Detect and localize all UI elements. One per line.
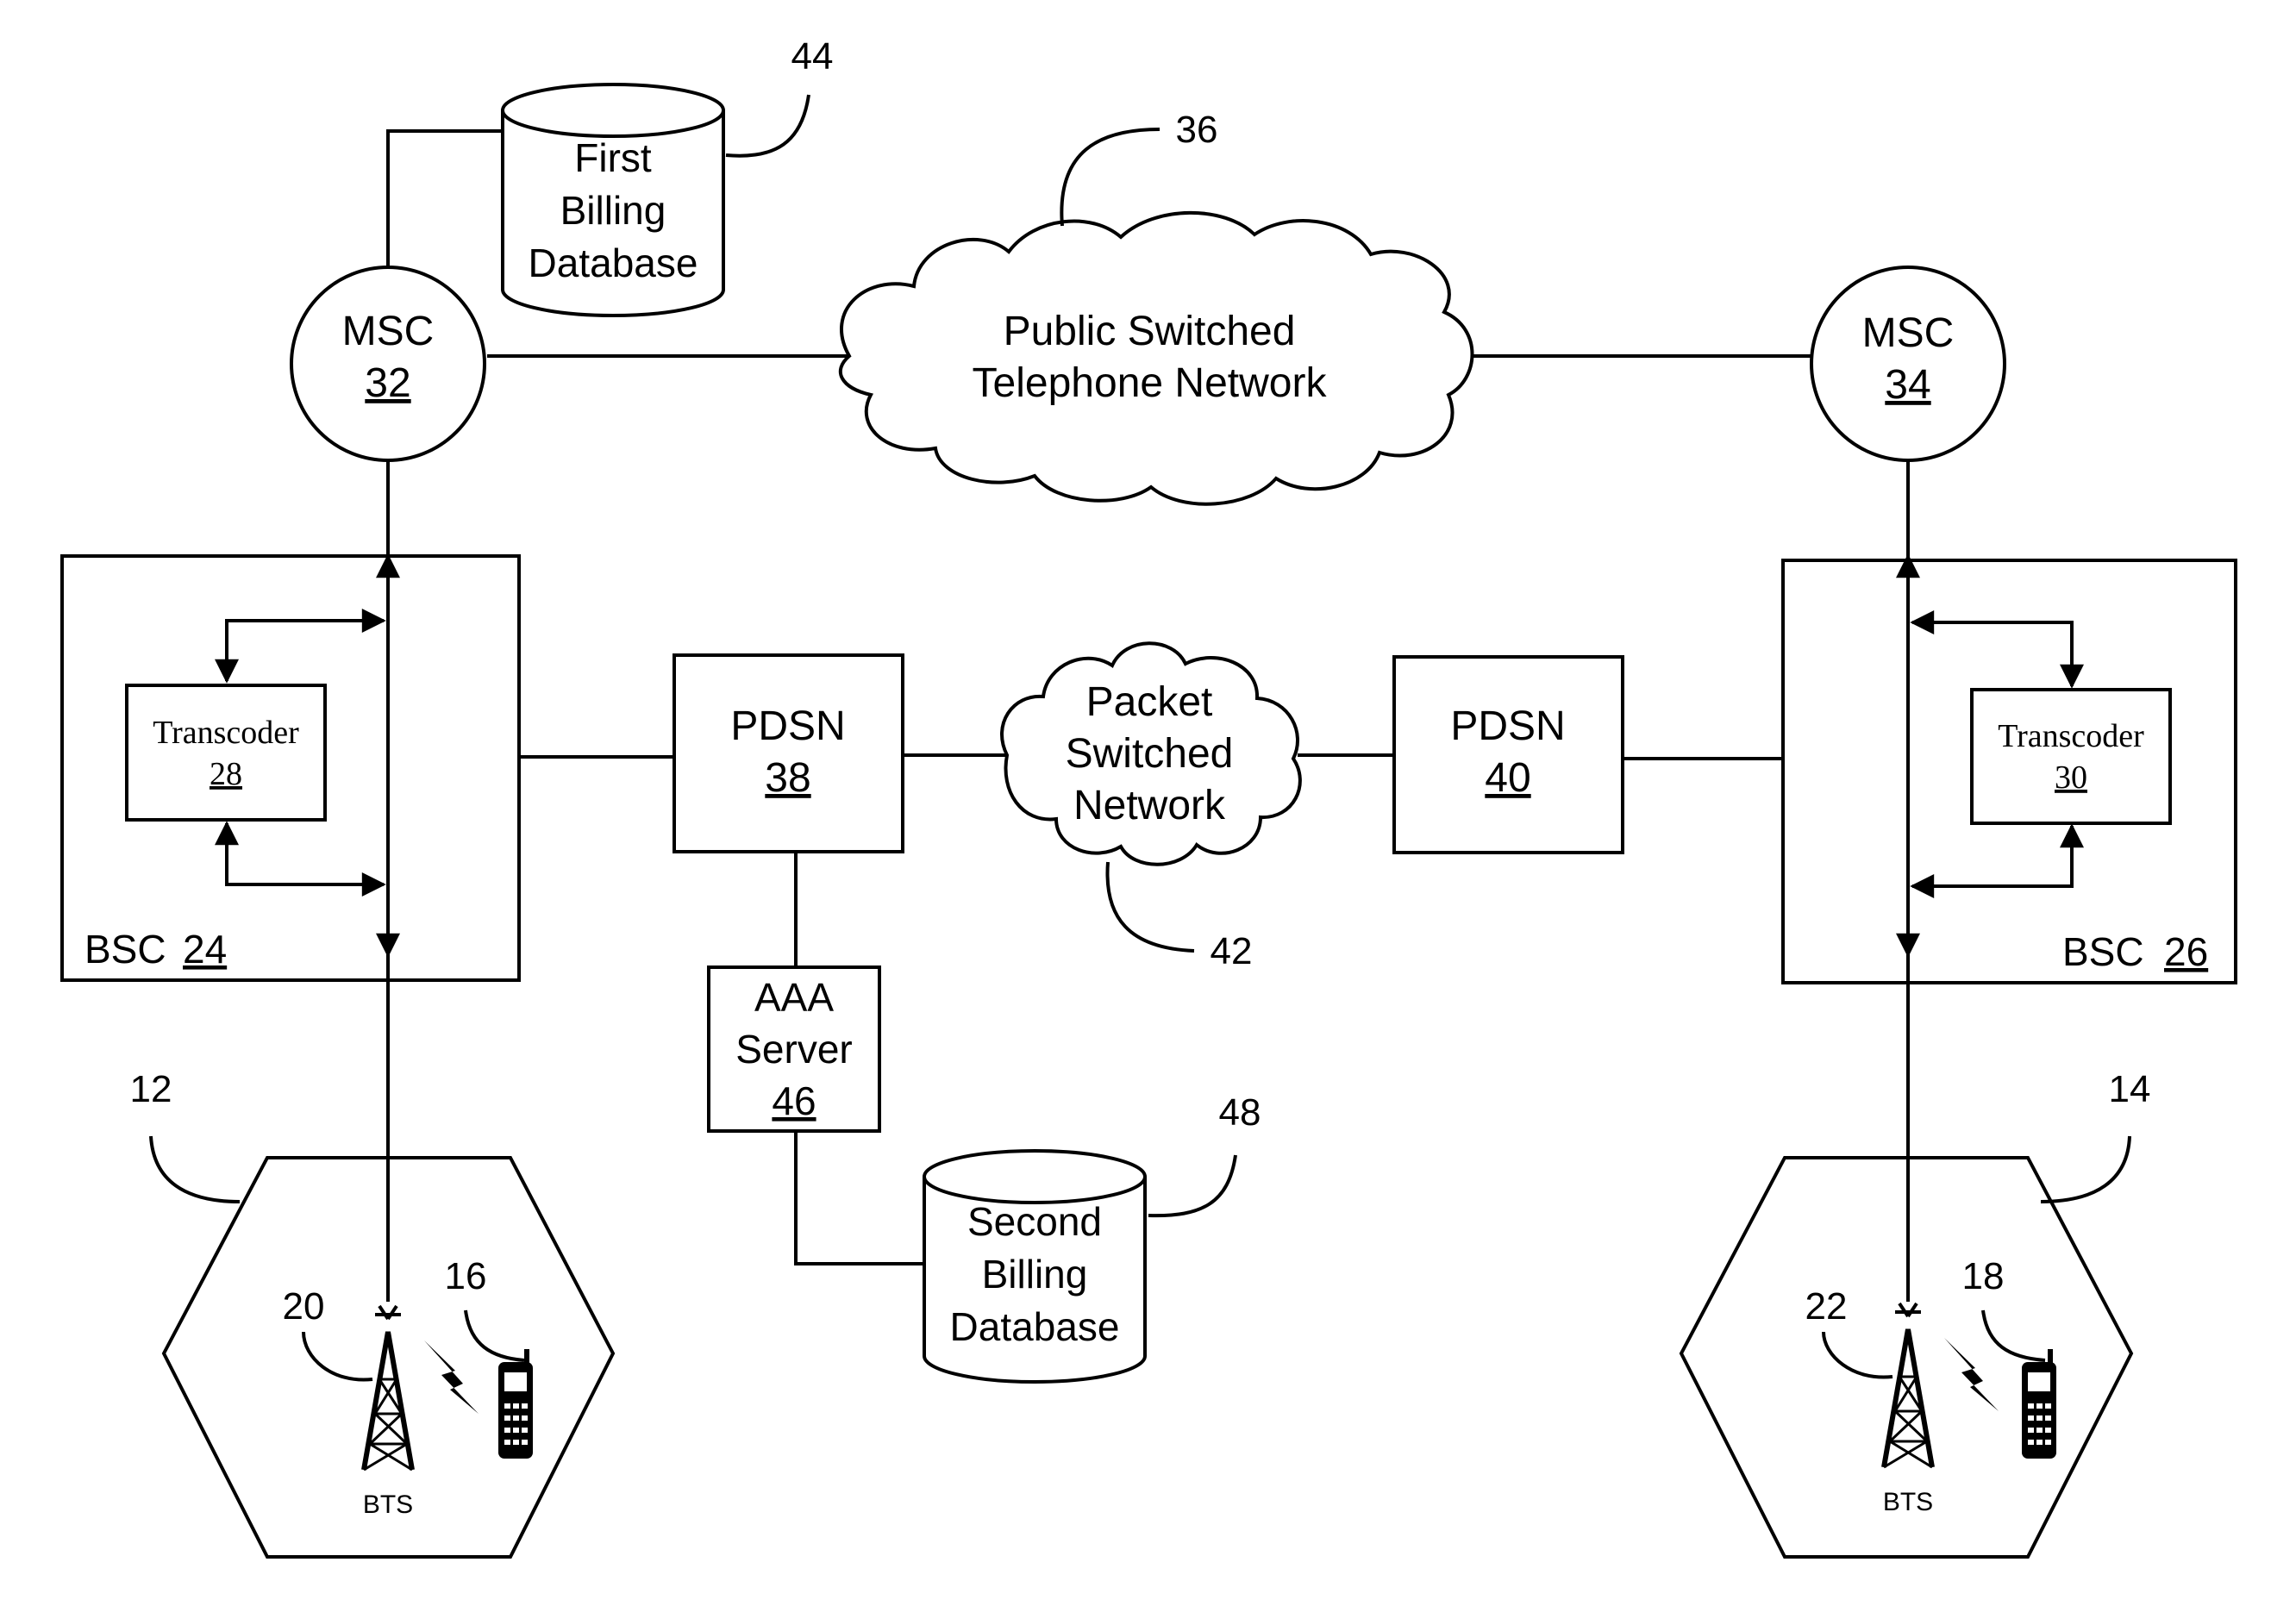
msc32-ref: 32 [365, 360, 410, 406]
phone-18-leader-line [1983, 1310, 2045, 1360]
bsc24-ref: 24 [183, 927, 227, 972]
pstn-ref: 36 [1176, 109, 1218, 151]
pstn-label-line1: Public Switched [1004, 309, 1296, 354]
pstn-label-line2: Telephone Network [973, 360, 1328, 406]
transcoder30-label: Transcoder [1998, 718, 2144, 754]
cell-14-leader-line [2041, 1136, 2130, 1202]
phone-16-leader-line [466, 1310, 524, 1360]
phone-16-ref: 16 [445, 1255, 487, 1297]
first-db-label-line2: Billing [560, 188, 666, 233]
transcoder-28-box: Transcoder 28 [127, 685, 325, 820]
lightning-bolt-icon [1944, 1338, 1999, 1411]
lightning-bolt-icon [424, 1340, 479, 1414]
pdsn38-ref: 38 [765, 755, 810, 801]
second-db-label-line1: Second [967, 1199, 1102, 1244]
first-db-leader-line [726, 95, 809, 156]
transcoder30-upper-arrow [1912, 622, 2072, 686]
first-db-label-line3: Database [529, 241, 698, 285]
antenna-tower-icon [1884, 1303, 1932, 1467]
pstn-leader-line [1061, 129, 1160, 226]
cell-14: 14 BTS 22 [1681, 1068, 2150, 1557]
psn-label-line1: Packet [1086, 679, 1213, 725]
cell-12: 12 BTS 20 [130, 1068, 613, 1557]
mobile-phone-icon [498, 1349, 533, 1459]
bsc26-ref: 26 [2164, 929, 2208, 974]
transcoder30-ref: 30 [2055, 759, 2087, 796]
transcoder-30-box: Transcoder 30 [1972, 690, 2170, 823]
second-db-label-line2: Billing [982, 1252, 1088, 1297]
pstn-cloud: Public Switched Telephone Network 36 [841, 109, 1473, 504]
msc-34-node: MSC 34 [1811, 267, 2005, 460]
cell-12-ref: 12 [130, 1068, 172, 1110]
bts-20-ref: 20 [283, 1285, 325, 1328]
cell-12-leader-line [151, 1136, 240, 1202]
transcoder28-lower-arrow [227, 823, 384, 884]
psn-ref: 42 [1211, 930, 1253, 972]
first-db-label-line1: First [574, 135, 652, 180]
pdsn38-label: PDSN [730, 703, 845, 749]
packet-switched-network-cloud: Packet Switched Network 42 [1002, 643, 1300, 972]
transcoder28-ref: 28 [210, 756, 242, 792]
second-db-ref: 48 [1219, 1091, 1261, 1134]
msc32-label: MSC [342, 309, 435, 354]
phone-18-ref: 18 [1962, 1255, 2005, 1297]
second-billing-database: Second Billing Database 48 [924, 1091, 1261, 1382]
psn-label-line2: Switched [1066, 731, 1234, 777]
bts-22-label: BTS [1883, 1488, 1933, 1516]
antenna-tower-icon [364, 1306, 412, 1470]
first-db-ref: 44 [791, 35, 834, 78]
psn-leader-line [1107, 862, 1194, 951]
bts-22-leader-line [1824, 1332, 1892, 1378]
pdsn-40-box: PDSN 40 [1394, 657, 1623, 853]
bts-20-leader-line [303, 1332, 372, 1380]
pdsn40-label: PDSN [1450, 703, 1565, 749]
aaa-to-second-db-line [796, 1131, 924, 1264]
second-db-leader-line [1148, 1155, 1236, 1215]
transcoder28-label: Transcoder [153, 715, 299, 751]
psn-label-line3: Network [1073, 783, 1226, 828]
aaa-ref: 46 [772, 1078, 816, 1123]
first-billing-database: First Billing Database 44 [503, 35, 833, 316]
aaa-label-line1: AAA [754, 975, 834, 1020]
msc-32-node: MSC 32 [291, 267, 485, 460]
msc34-ref: 34 [1885, 362, 1930, 408]
pdsn40-ref: 40 [1485, 755, 1530, 801]
bsc26-label: BSC [2062, 929, 2144, 974]
transcoder30-lower-arrow [1912, 826, 2072, 886]
msc32-to-first-db-line [388, 131, 507, 289]
aaa-server-box: AAA Server 46 [709, 967, 879, 1131]
bsc24-label: BSC [84, 927, 166, 972]
mobile-phone-icon [2022, 1349, 2056, 1459]
aaa-label-line2: Server [735, 1027, 852, 1072]
second-db-label-line3: Database [950, 1304, 1120, 1349]
msc34-label: MSC [1862, 310, 1955, 356]
cell-14-ref: 14 [2109, 1068, 2151, 1110]
pdsn-38-box: PDSN 38 [674, 655, 903, 852]
bts-20-label: BTS [363, 1490, 413, 1519]
bts-22-ref: 22 [1805, 1285, 1848, 1328]
cloud-icon [841, 213, 1473, 504]
transcoder28-upper-arrow [227, 621, 384, 681]
